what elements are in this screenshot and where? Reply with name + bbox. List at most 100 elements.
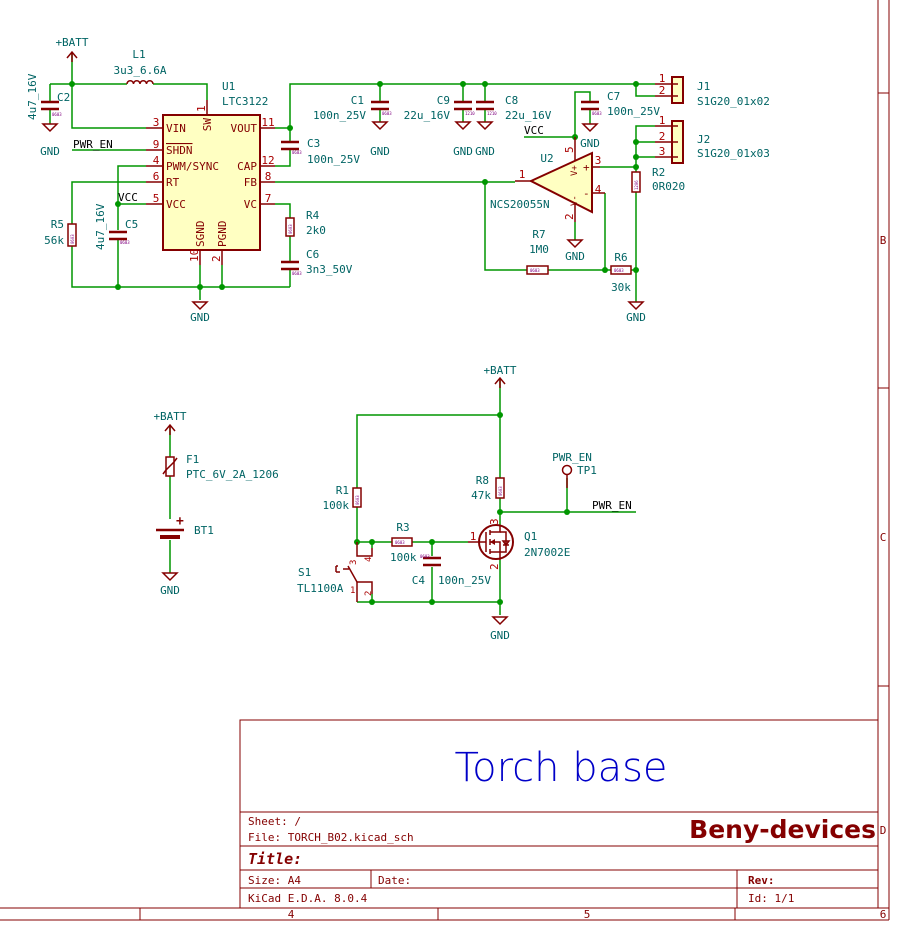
- frame-row-b: B: [880, 234, 887, 247]
- resistor-r6[interactable]: 0603 R6 30k: [610, 251, 632, 294]
- tp1-ref: TP1: [577, 464, 597, 477]
- c3-ref: C3: [307, 137, 320, 150]
- r4-ref: R4: [306, 209, 320, 222]
- footprint-label: 0603: [292, 271, 302, 276]
- switch-s1[interactable]: 3 4 1 2 S1 TL1100A: [297, 542, 374, 602]
- f1-value: PTC_6V_2A_1206: [186, 468, 279, 481]
- size-label: Size: A4: [248, 874, 301, 887]
- footprint-label: 1210: [465, 111, 475, 116]
- connector-j1[interactable]: 1 2 J1 S1G20_01x02: [655, 72, 770, 108]
- gnd-label: GND: [190, 311, 210, 324]
- c2-value: 4u7_16V: [26, 73, 39, 120]
- capacitor-c8[interactable]: 1210 C8 22u_16V: [476, 94, 552, 122]
- title-label: Title:: [248, 850, 302, 868]
- frame-col-4: 4: [288, 908, 295, 921]
- mosfet-q1[interactable]: 1 2 3 Q1 2N7002E: [468, 518, 570, 570]
- sheet-label: Sheet: /: [248, 815, 301, 828]
- resistor-r7[interactable]: 0603 R7 1M0: [526, 228, 549, 275]
- resistor-r4[interactable]: 0603 R4 2k0: [285, 209, 326, 237]
- pin-sw: SW: [201, 118, 214, 132]
- file-label: File: TORCH_B02.kicad_sch: [248, 831, 414, 844]
- pin-number: 9: [153, 138, 160, 151]
- resistor-r3[interactable]: 0603 R3 100k: [390, 521, 417, 564]
- j2-value: S1G20_01x03: [697, 147, 770, 160]
- pin-noninverting: +: [583, 161, 590, 174]
- pin-vplus: V+: [570, 165, 580, 176]
- r8-value: 47k: [471, 489, 491, 502]
- gnd-symbols-top: GND GND GND GND GND GND GND GND: [40, 121, 646, 324]
- capacitor-c7[interactable]: 0603 C7 100n_25V: [581, 90, 660, 118]
- pin-fb: FB: [244, 176, 258, 189]
- c6-value: 3n3_50V: [306, 263, 353, 276]
- capacitor-c6[interactable]: 0603 C6 3n3_50V: [281, 248, 353, 276]
- resistor-r8[interactable]: 0603 R8 47k: [471, 474, 505, 502]
- r2-value: 0R020: [652, 180, 685, 193]
- r6-value: 30k: [611, 281, 631, 294]
- wires-top: [49, 52, 655, 302]
- capacitor-c5[interactable]: 0603 C5 4u7_16V: [94, 203, 138, 250]
- testpoint-tp1[interactable]: TP1 PWR_EN: [552, 451, 597, 488]
- company-name: Beny-devices: [689, 815, 876, 844]
- pin-vcc: VCC: [166, 198, 186, 211]
- capacitor-c4[interactable]: 0603 C4 100n_25V: [412, 554, 492, 587]
- pin-vc: VC: [244, 198, 257, 211]
- pin-number: 2: [364, 591, 374, 596]
- gnd-label: GND: [370, 145, 390, 158]
- resistor-r2[interactable]: 1206 R2 0R020: [631, 166, 685, 193]
- pin-inverting: -: [583, 187, 590, 200]
- r5-value: 56k: [44, 234, 64, 247]
- gnd-label: GND: [40, 145, 60, 158]
- r3-value: 100k: [390, 551, 417, 564]
- c5-value: 4u7_16V: [94, 203, 107, 250]
- opamp-u2-ncs20055n[interactable]: + - V+ V- 1 3 4 5 2 U2 NCS20055N: [490, 137, 605, 222]
- c1-ref: C1: [351, 94, 364, 107]
- capacitor-c2[interactable]: 0603 C2 4u7_16V: [26, 73, 70, 120]
- resistor-r5[interactable]: 0603 R5 56k: [44, 218, 77, 247]
- connector-j2[interactable]: 1 2 3 J2 S1G20_01x03: [655, 114, 770, 164]
- pin-number: 3: [659, 145, 666, 158]
- pin-number: 4: [364, 557, 374, 562]
- j1-value: S1G20_01x02: [697, 95, 770, 108]
- gnd-label: GND: [565, 250, 585, 263]
- net-label-vcc: VCC: [524, 124, 544, 137]
- pin-number: 3: [153, 116, 160, 129]
- ic-u1-ltc3122[interactable]: VIN SHDN PWM/SYNC RT VCC VOUT CAP FB VC …: [146, 80, 275, 265]
- inductor-l1[interactable]: L1 3u3_6.6A: [114, 48, 167, 85]
- pin-number: 6: [153, 170, 160, 183]
- pin-number: 12: [261, 154, 274, 167]
- resistor-r1[interactable]: 0603 R1 100k: [323, 484, 362, 512]
- capacitor-c9[interactable]: 1210 C9 22u_16V: [404, 94, 476, 122]
- fuse-f1[interactable]: F1 PTC_6V_2A_1206: [162, 453, 279, 481]
- c4-ref: C4: [412, 574, 426, 587]
- pin-number: 1: [470, 530, 477, 543]
- c9-ref: C9: [437, 94, 450, 107]
- gnd-label: GND: [490, 629, 510, 642]
- pin-number: 3: [349, 560, 359, 565]
- battery-bt1[interactable]: + BT1: [156, 514, 214, 539]
- c4-value: 100n_25V: [438, 574, 491, 587]
- c1-value: 100n_25V: [313, 109, 366, 122]
- junctions-top: [69, 81, 639, 290]
- capacitor-c1[interactable]: 0603 C1 100n_25V: [313, 94, 392, 122]
- pin-number: 8: [265, 170, 272, 183]
- s1-value: TL1100A: [297, 582, 344, 595]
- frame-col-6: 6: [880, 908, 887, 921]
- c3-value: 100n_25V: [307, 153, 360, 166]
- pin-vout: VOUT: [231, 122, 258, 135]
- battery-plus-mark: +: [176, 514, 184, 529]
- r7-ref: R7: [532, 228, 545, 241]
- r7-value: 1M0: [529, 243, 549, 256]
- u2-value: NCS20055N: [490, 198, 550, 211]
- batt-label: +BATT: [483, 364, 516, 377]
- net-label-vcc: VCC: [118, 191, 138, 204]
- footprint-label: 0603: [498, 486, 503, 496]
- power-batt-f1: +BATT: [153, 410, 187, 435]
- footprint-label: 0603: [52, 112, 62, 117]
- c2-ref: C2: [57, 91, 70, 104]
- l1-value: 3u3_6.6A: [114, 64, 167, 77]
- pin-number: 3: [595, 154, 602, 167]
- tp1-value: PWR_EN: [552, 451, 592, 464]
- capacitor-c3[interactable]: 0603 C3 100n_25V: [281, 137, 360, 166]
